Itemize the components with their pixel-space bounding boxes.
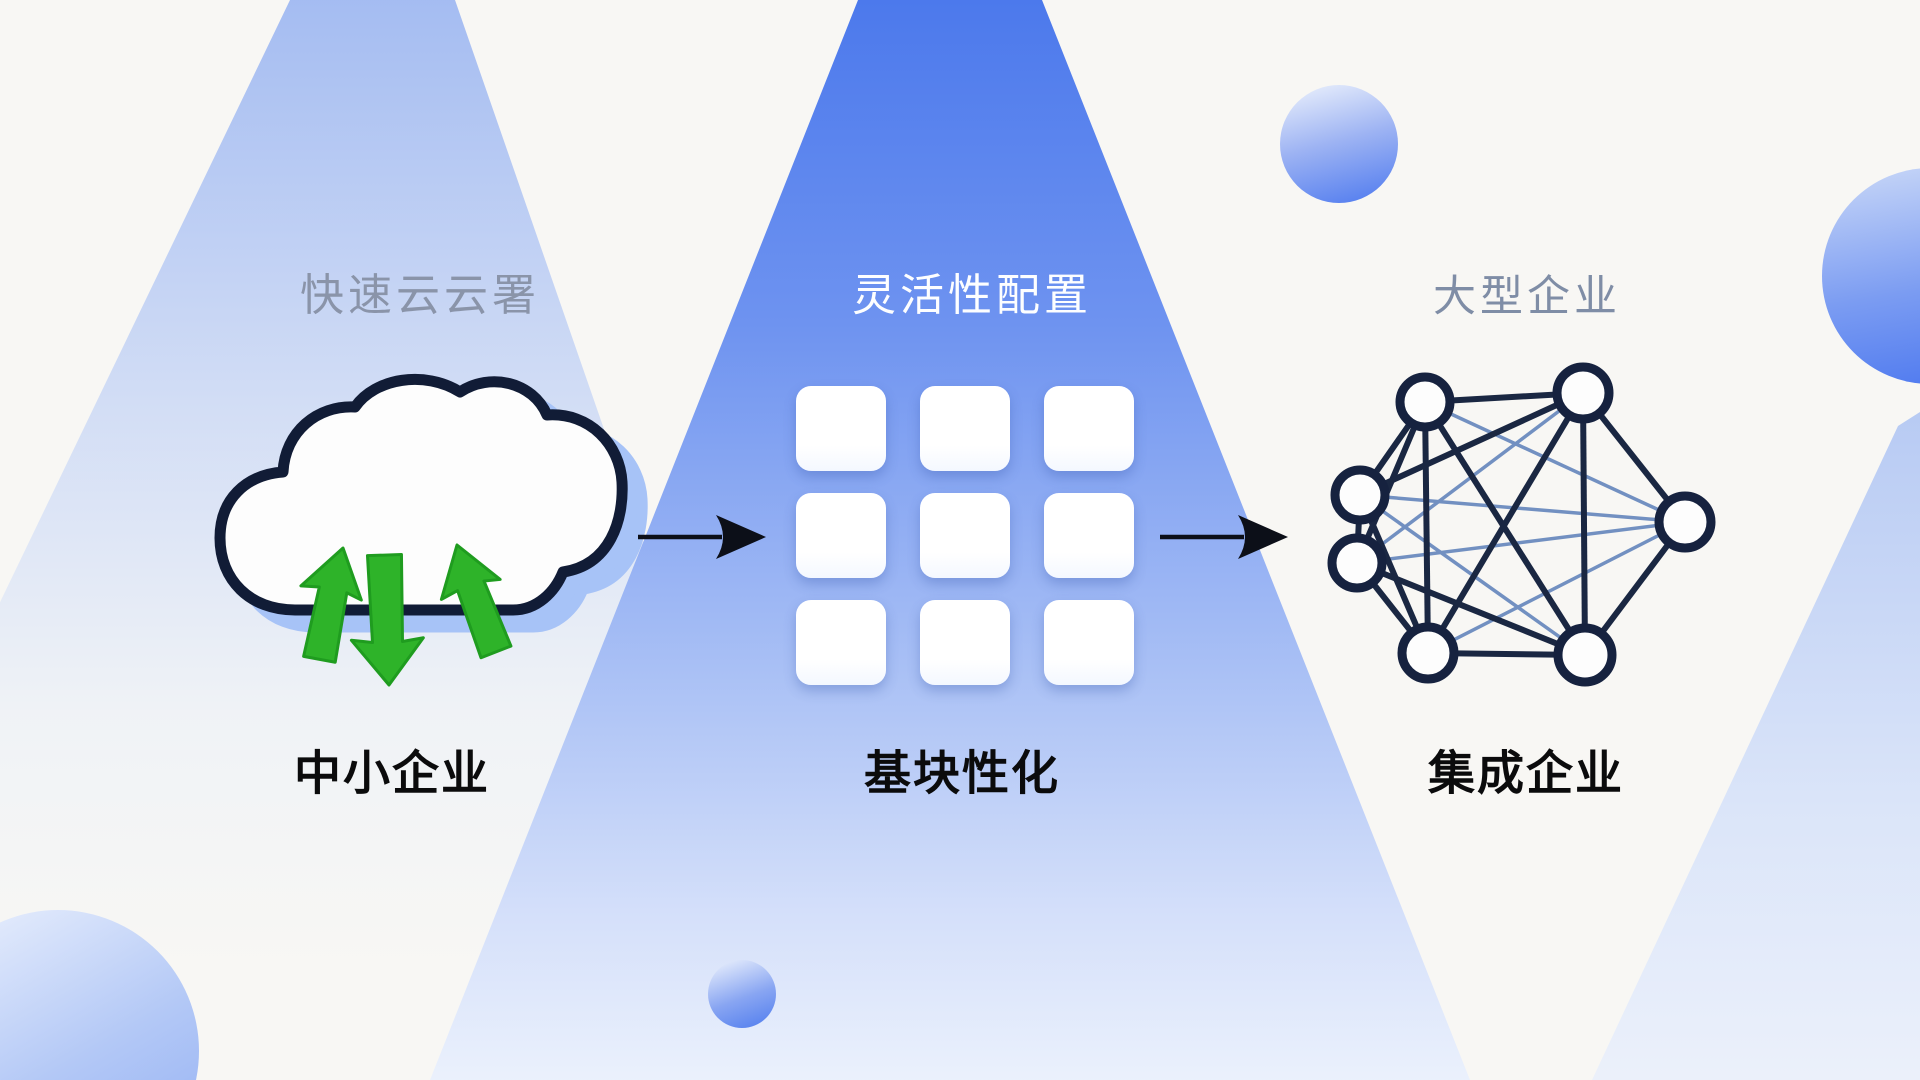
module-cell <box>1044 493 1134 578</box>
network-graph-icon <box>1327 362 1716 687</box>
column1-bottom-label: 中小企业 <box>294 746 490 800</box>
column3-top-label: 大型企业 <box>1433 273 1621 321</box>
module-cell <box>796 600 886 685</box>
module-grid-icon <box>796 386 1134 685</box>
module-cell <box>796 386 886 471</box>
column2-top-label: 灵活性配置 <box>852 271 1092 320</box>
module-cell <box>920 386 1010 471</box>
decor-sphere-right <box>1822 168 1920 384</box>
decor-sphere-top <box>1280 85 1398 203</box>
module-cell <box>796 493 886 578</box>
module-cell <box>920 600 1010 685</box>
module-cell <box>1044 386 1134 471</box>
sync-arrows-icon <box>299 543 513 687</box>
decor-sphere-bottom-left <box>0 910 199 1080</box>
decor-sphere-bottom-middle <box>708 960 776 1028</box>
column1-top-label: 快速云云署 <box>300 271 540 320</box>
module-cell <box>1044 600 1134 685</box>
arrow-right-icon <box>638 515 766 559</box>
module-cell <box>920 493 1010 578</box>
column2-bottom-label: 基块性化 <box>864 746 1060 800</box>
arrow-right-icon <box>1160 515 1288 559</box>
column3-bottom-label: 集成企业 <box>1428 746 1624 800</box>
cloud-upload-download-icon <box>214 373 648 687</box>
